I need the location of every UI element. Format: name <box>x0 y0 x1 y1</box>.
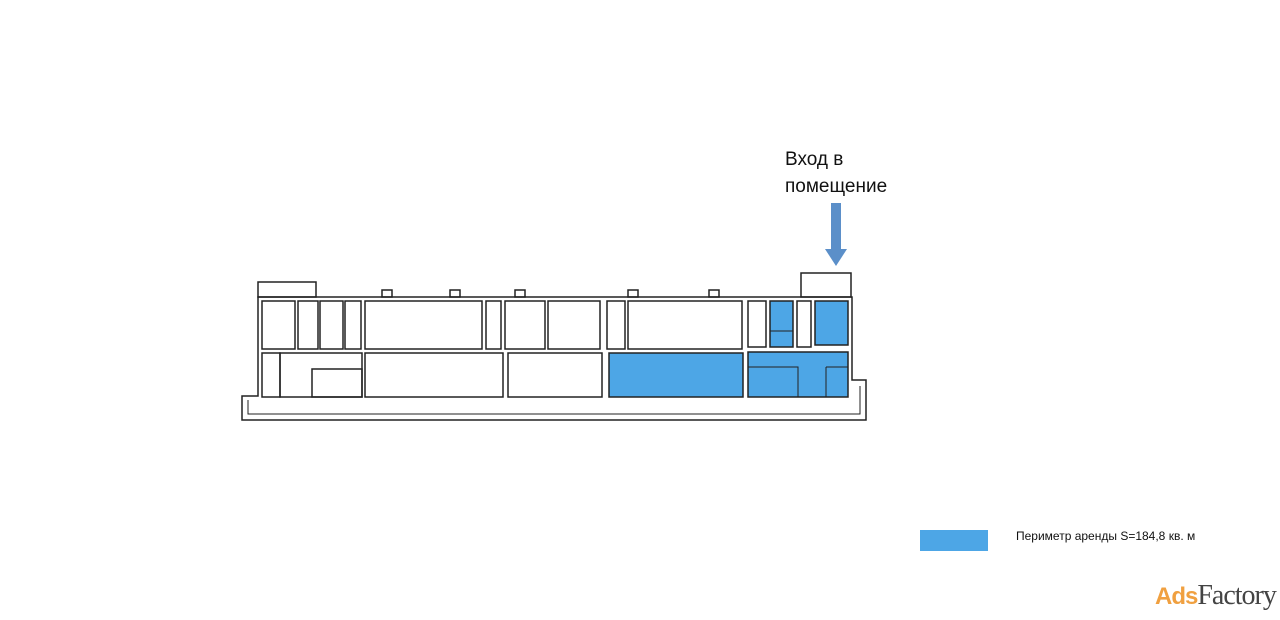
outer-wall <box>241 296 867 421</box>
entrance-arrow-icon <box>825 203 847 266</box>
legend-label: Периметр аренды S=184,8 кв. м <box>1016 529 1196 543</box>
watermark-part1: Ads <box>1155 583 1198 610</box>
stair-left <box>257 281 317 298</box>
watermark-logo: AdsFactory <box>1155 580 1277 612</box>
entrance-label: Вход в помещение <box>785 146 887 200</box>
watermark-part2: Factory <box>1197 580 1277 611</box>
entrance-label-line2: помещение <box>785 176 888 197</box>
legend-swatch <box>920 530 988 551</box>
entrance-label-line1: Вход в <box>785 149 844 170</box>
stair-right <box>800 272 852 298</box>
leased-area <box>608 300 849 398</box>
